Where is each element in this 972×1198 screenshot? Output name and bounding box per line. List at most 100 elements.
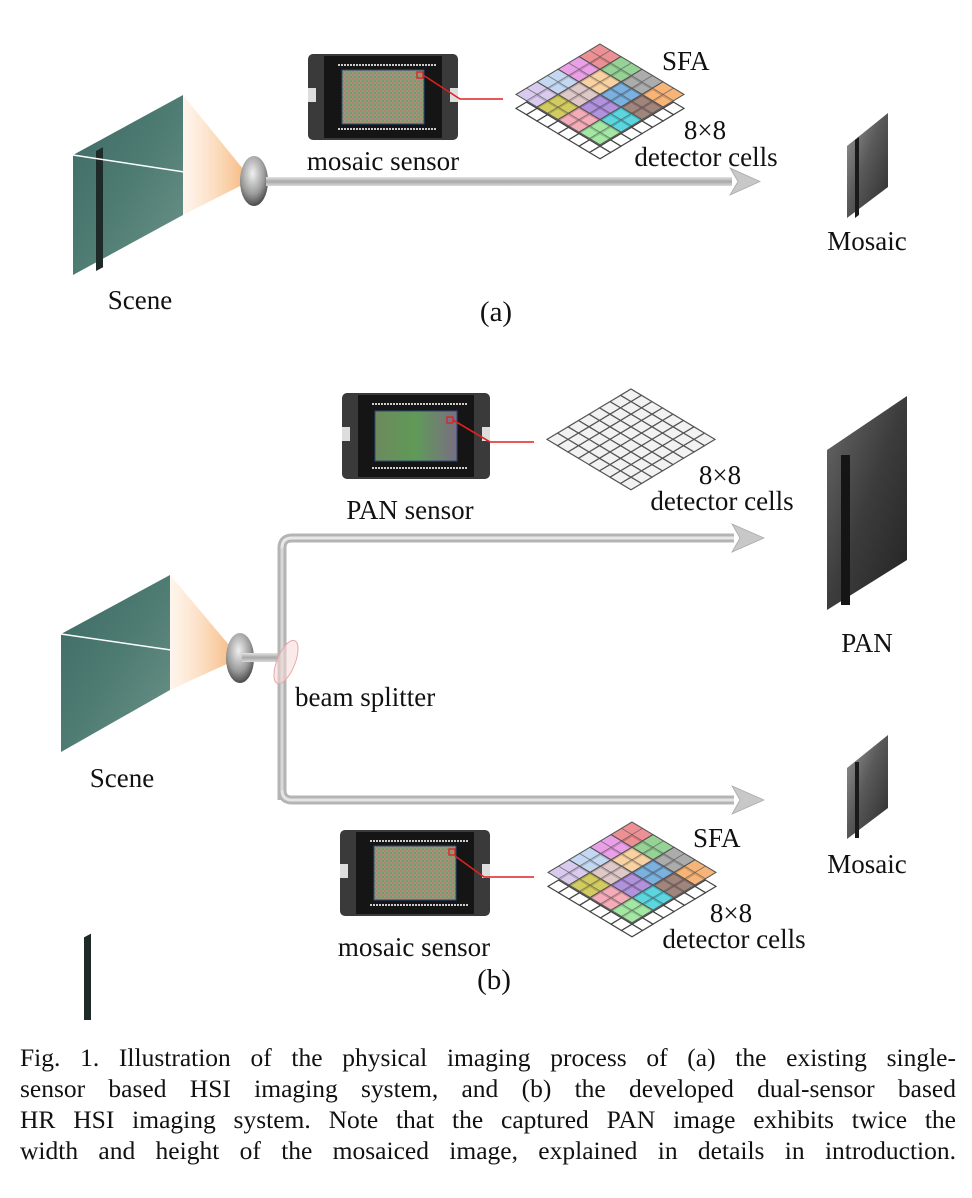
caption-line: HR HSI imaging system. Note that the cap…	[20, 1105, 956, 1134]
sfa-subcell	[599, 884, 623, 899]
cells-size-label-b: 8×8	[709, 898, 753, 928]
sfa-subcell	[546, 93, 570, 108]
lens-icon-a	[240, 156, 268, 206]
sfa-subcell	[589, 865, 612, 880]
sfa-subcell	[547, 865, 570, 880]
sfa-subcell	[578, 100, 601, 114]
sfa-subcell	[599, 100, 622, 114]
sfa-subcell	[578, 87, 601, 102]
light-cone-a	[183, 95, 252, 215]
detector-grid-pan	[545, 388, 717, 491]
sfa-subcell	[588, 56, 612, 70]
sfa-subcell	[578, 859, 602, 873]
sfa-subcell	[610, 878, 633, 892]
sfa-subcell	[588, 131, 612, 146]
sfa-subcell	[620, 846, 644, 861]
sfa-subcell	[536, 100, 559, 114]
mosaic-sensor-label-a: mosaic sensor	[306, 146, 460, 176]
sfa-subcell	[652, 840, 675, 854]
mosaic-sensor-label-b: mosaic sensor	[337, 932, 491, 962]
sfa-subcell	[567, 106, 591, 121]
cells-size-label-pan: 8×8	[698, 460, 742, 490]
sfa-subcell	[588, 68, 612, 83]
sfa-subcell	[557, 859, 581, 873]
subfigure-label-a: (a)	[479, 296, 513, 328]
sfa-subcell	[673, 865, 696, 880]
sfa-subcell	[609, 81, 633, 95]
sfa-subcell	[599, 125, 622, 139]
sfa-subcell	[610, 903, 633, 917]
sfa-subcell	[651, 81, 675, 95]
sfa-stack-a	[514, 43, 686, 160]
sfa-subcell	[641, 846, 665, 861]
sfa-subcell	[662, 884, 686, 899]
detector-cells-label-a: detector cells	[634, 142, 778, 172]
mosaic-output-image-b	[847, 735, 888, 839]
cells-size-label-a: 8×8	[683, 115, 727, 145]
sfa-subcell	[610, 865, 633, 880]
pan-sensor-label: PAN sensor	[346, 495, 474, 525]
sfa-subcell	[567, 119, 591, 133]
sfa-subcell	[578, 871, 602, 886]
sfa-subcell	[652, 890, 675, 905]
sfa-subcell	[557, 75, 580, 89]
sfa-subcell	[536, 75, 559, 89]
sfa-subcell	[620, 871, 644, 886]
sfa-subcell	[683, 859, 707, 873]
sfa-subcell	[578, 125, 601, 139]
sfa-subcell	[620, 834, 644, 848]
mosaic-output-label-b: Mosaic	[827, 849, 907, 879]
sfa-subcell	[525, 93, 549, 108]
sfa-subcell	[641, 87, 664, 102]
sfa-subcell	[599, 897, 623, 911]
sfa-subcell	[683, 871, 707, 886]
sfa-subcell	[641, 897, 665, 911]
mosaic-sensor-chip-a	[308, 54, 458, 140]
sfa-subcell	[631, 840, 654, 854]
sfa-subcell	[599, 834, 623, 848]
sfa-subcell	[578, 62, 601, 76]
sfa-subcell	[567, 81, 591, 95]
sfa-subcell	[620, 821, 644, 836]
arrowhead-mosaic	[731, 785, 765, 815]
subfigure-label-b: (b)	[477, 964, 511, 996]
sfa-subcell	[620, 75, 643, 89]
sfa-subcell	[588, 106, 612, 121]
sfa-subcell	[557, 87, 580, 102]
sfa-subcell	[641, 871, 665, 886]
detector-cell	[620, 923, 644, 938]
connector-line-b-visible	[454, 855, 534, 878]
sfa-subcell	[694, 865, 717, 880]
sfa-subcell	[610, 890, 633, 905]
sfa-subcell	[652, 865, 675, 880]
figure-diagram	[60, 43, 907, 1020]
caption-line: width and height of the mosaiced image, …	[20, 1136, 956, 1165]
arrowhead-pan	[731, 523, 765, 553]
sfa-subcell	[588, 81, 612, 95]
sfa-subcell	[662, 871, 686, 886]
sfa-subcell	[568, 853, 591, 867]
sfa-subcell	[567, 56, 591, 70]
sfa-subcell	[609, 106, 633, 121]
sfa-subcell	[599, 112, 622, 127]
mosaic-output-image-a	[847, 113, 888, 219]
sfa-subcell	[610, 840, 633, 854]
sfa-subcell	[641, 75, 664, 89]
sfa-subcell	[630, 106, 654, 121]
sfa-subcell	[652, 853, 675, 867]
sfa-subcell	[568, 878, 591, 892]
sfa-subcell	[536, 87, 559, 102]
sfa-subcell	[599, 75, 622, 89]
sfa-subcell	[620, 859, 644, 873]
sfa-subcell	[641, 100, 664, 114]
sfa-subcell	[578, 846, 602, 861]
sfa-subcell	[568, 865, 591, 880]
detector-cells-label-b: detector cells	[662, 924, 806, 954]
sfa-subcell	[609, 119, 633, 133]
sfa-subcell	[610, 853, 633, 867]
sfa-subcell	[599, 49, 622, 64]
pan-sensor-chip	[342, 393, 490, 479]
sfa-subcell	[589, 840, 612, 854]
sfa-subcell	[525, 81, 549, 95]
sfa-subcell	[599, 859, 623, 873]
